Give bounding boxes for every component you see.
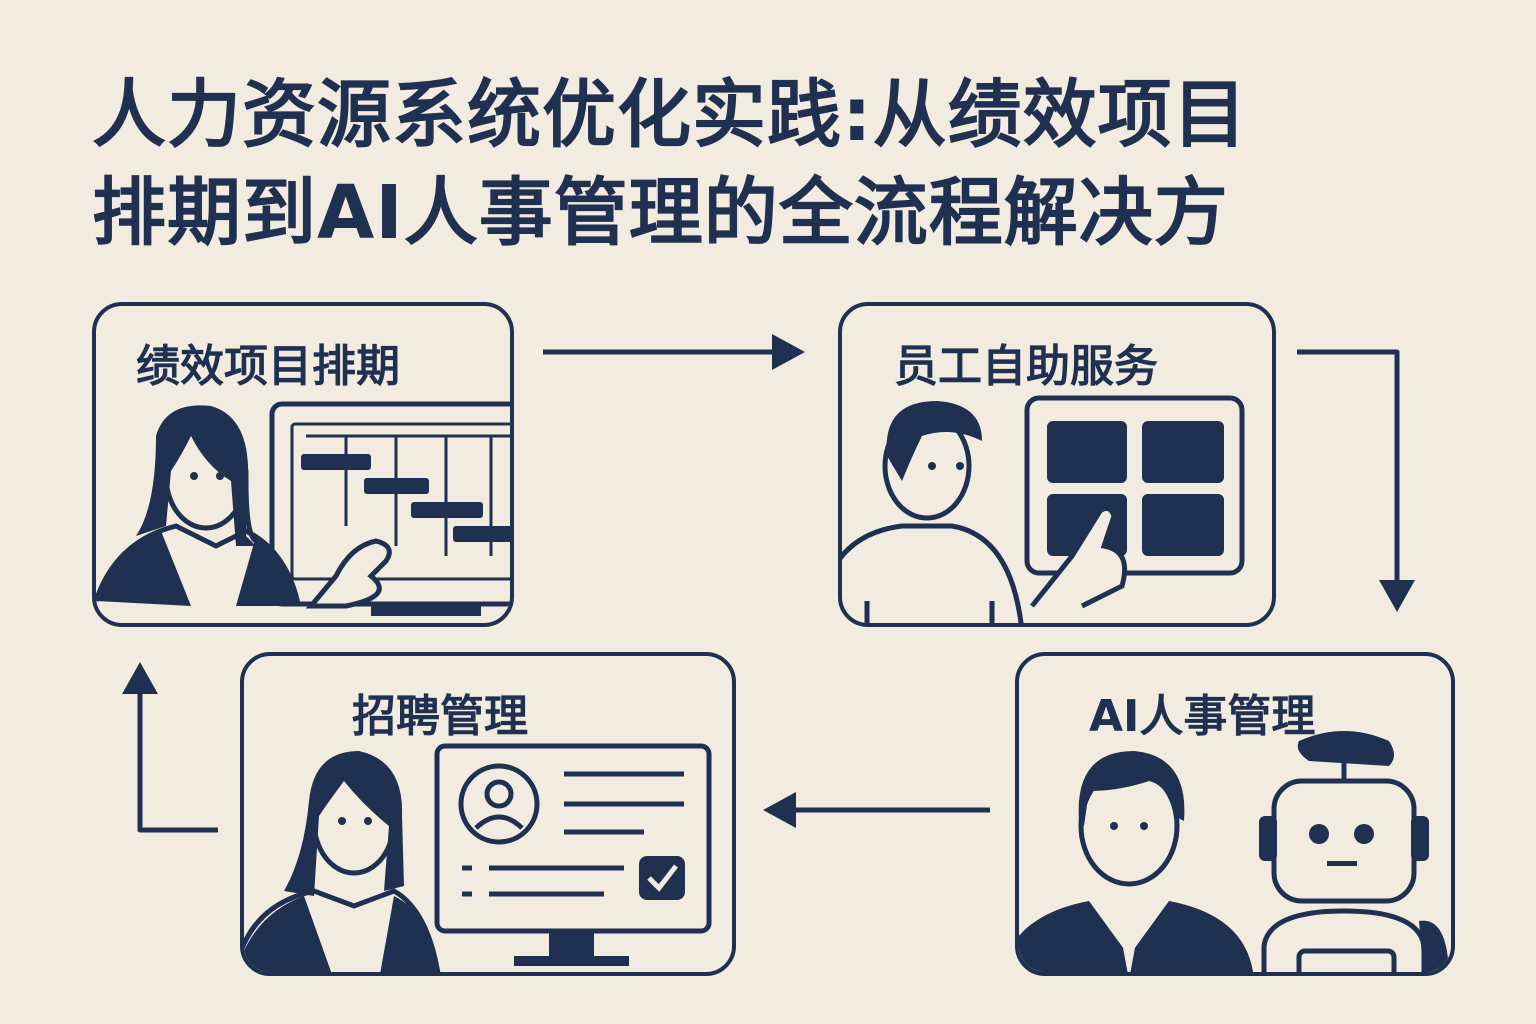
title-line-1: 人力资源系统优化实践:从绩效项目 — [92, 72, 1248, 158]
arrow-step4-to-step1 — [137, 690, 218, 833]
arrowhead-icon — [772, 334, 805, 370]
step-card-performance-scheduling: 绩效项目排期 — [92, 302, 514, 627]
ai-robot-icon — [1019, 731, 1449, 972]
arrow-step2-to-step3 — [1297, 349, 1400, 585]
checkmark-icon — [647, 864, 678, 892]
gantt-chart-monitor-icon — [96, 401, 510, 616]
step-card-recruitment-management: 招聘管理 — [240, 652, 736, 976]
step-label: 招聘管理 — [352, 691, 528, 742]
title-line-2: 排期到AI人事管理的全流程解决方 — [92, 170, 1229, 256]
step-label: AI人事管理 — [1089, 691, 1316, 742]
arrowhead-icon — [122, 662, 158, 694]
self-service-touch-panel-icon — [842, 395, 1245, 623]
arrowhead-icon — [763, 792, 796, 828]
step-label: 员工自助服务 — [894, 341, 1158, 392]
arrowhead-icon — [1379, 580, 1415, 612]
step-label: 绩效项目排期 — [136, 341, 400, 392]
resume-profile-icon — [244, 743, 712, 972]
step-card-ai-hr-management: AI人事管理 — [1015, 652, 1455, 976]
step-card-employee-self-service: 员工自助服务 — [838, 302, 1276, 627]
